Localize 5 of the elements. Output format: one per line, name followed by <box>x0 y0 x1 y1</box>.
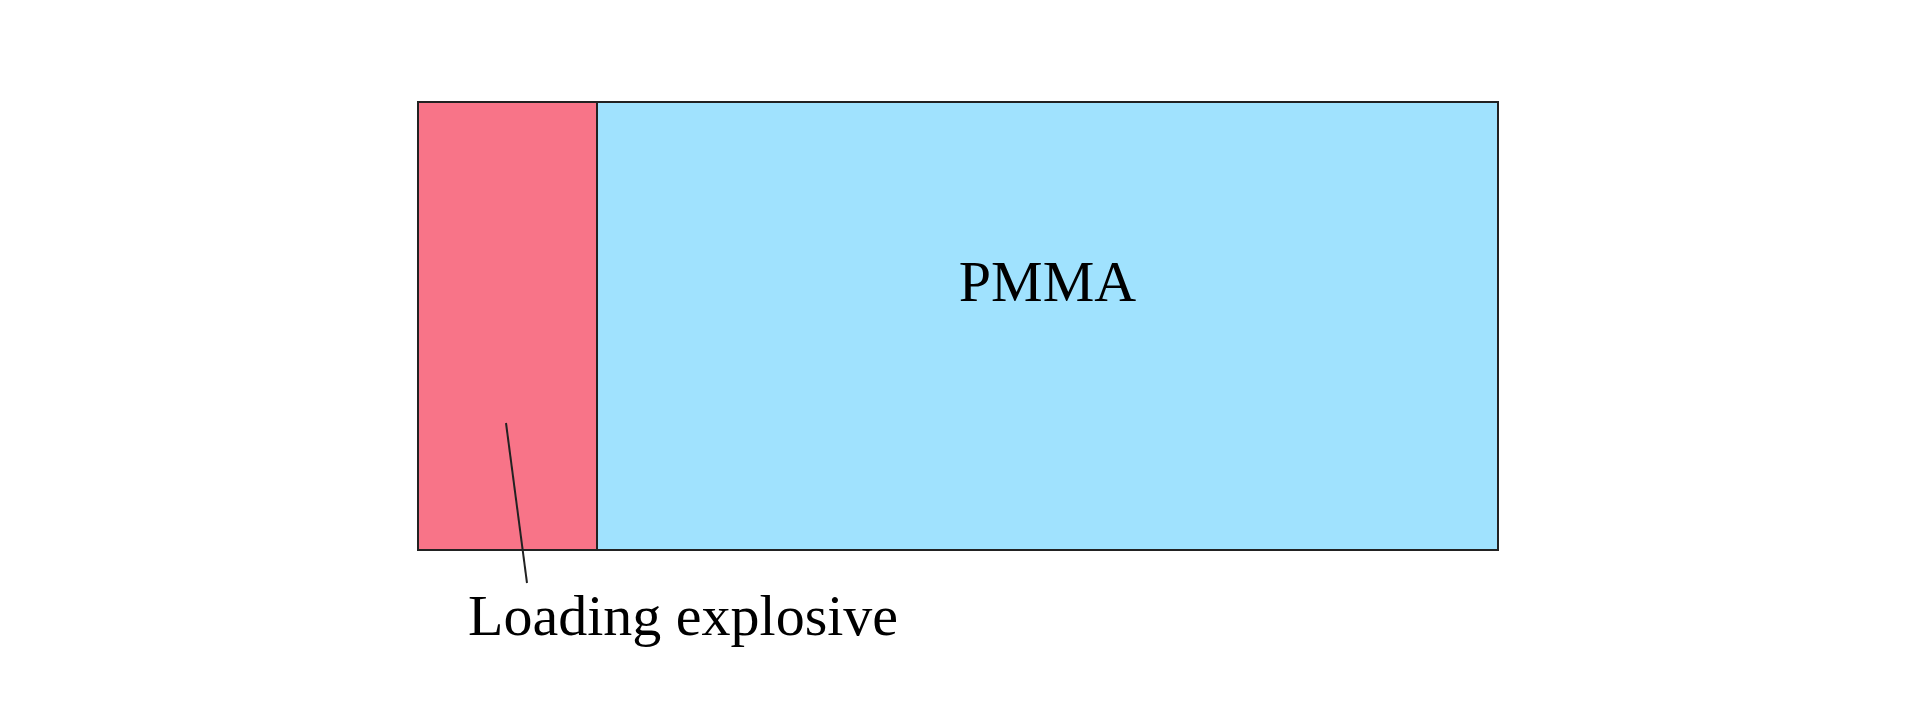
leader-line <box>505 422 528 584</box>
explosive-layer <box>417 101 598 551</box>
pmma-block <box>596 101 1499 551</box>
part-label: Loading explosive <box>468 582 899 649</box>
material-label: PMMA <box>958 247 1137 315</box>
